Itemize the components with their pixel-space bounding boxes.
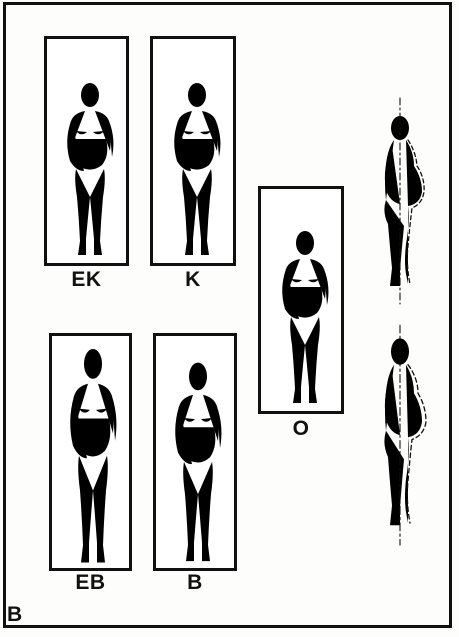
figure-label-o: O	[258, 418, 344, 439]
figure-label-b: B	[153, 572, 237, 593]
figure-box-ek	[44, 36, 129, 266]
body-figure-ek	[50, 79, 130, 261]
body-figure-eb	[53, 344, 133, 570]
profile-figure-lower	[364, 334, 436, 534]
profile-figure-upper	[364, 108, 436, 298]
figure-box-o	[258, 186, 344, 414]
panel-label: B	[7, 604, 22, 625]
figure-label-eb: EB	[49, 572, 132, 593]
figure-box-eb	[49, 333, 132, 571]
figure-box-k	[150, 36, 236, 266]
body-figure-k	[157, 79, 237, 261]
body-figure-o	[265, 227, 345, 409]
body-figure-b	[158, 358, 238, 568]
figure-box-b	[153, 333, 237, 571]
figure-label-k: K	[150, 269, 236, 290]
figure-label-ek: EK	[44, 269, 129, 290]
